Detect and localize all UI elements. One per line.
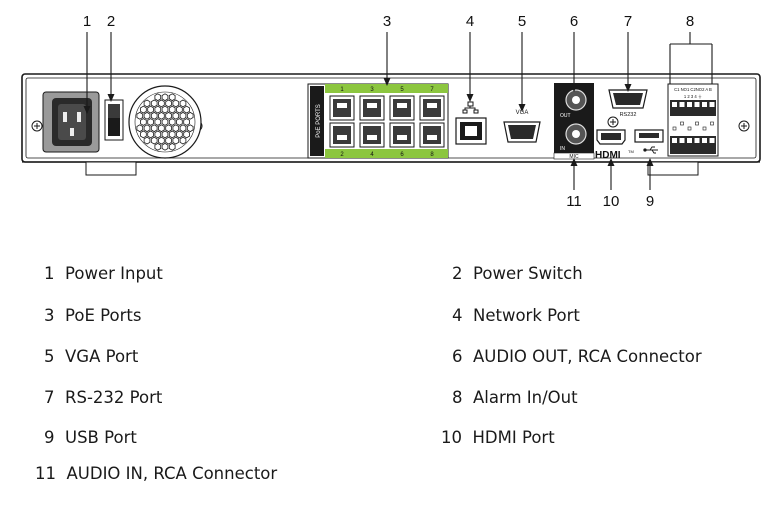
usb-port (634, 129, 664, 154)
alarm-terminal: C1 NO1 C2NO2 A B 1 2 3 4 ⏚ (667, 83, 719, 157)
legend-label: Power Switch (473, 264, 583, 283)
network-icon (462, 101, 479, 114)
legend-num: 4 (452, 306, 463, 325)
legend-item-10: 10 HDMI Port (441, 428, 555, 448)
poe-bottom-label-4: 4 (370, 152, 374, 158)
screw-right (738, 120, 750, 132)
legend-item-6: 6 AUDIO OUT, RCA Connector (452, 347, 702, 367)
legend-item-5: 5 VGA Port (44, 347, 138, 367)
poe-top-label-3: 3 (370, 87, 374, 93)
callout-5: 5 (518, 13, 526, 30)
audio-out-rca (565, 89, 587, 111)
legend-item-11: 11 AUDIO IN, RCA Connector (35, 464, 277, 484)
poe-ports-label: PoE PORTS (316, 104, 322, 138)
callout-numbers: 1 2 3 4 5 6 7 8 9 10 11 (83, 13, 694, 210)
hdmi-logo: HDMI (595, 150, 621, 161)
legend-label: HDMI Port (472, 428, 555, 447)
legend-num: 9 (44, 428, 55, 447)
poe-bottom-label-2: 2 (340, 152, 344, 158)
legend-item-1: 1 Power Input (44, 264, 163, 284)
audio-in-label: IN (560, 146, 565, 152)
callout-7: 7 (624, 13, 632, 30)
hdmi-port: HDMI TM (595, 129, 634, 161)
audio-in-rca (565, 123, 587, 145)
mic-label: MIC (569, 154, 579, 160)
audio-out-label: OUT (560, 113, 571, 119)
poe-bottom-label-6: 6 (400, 152, 404, 158)
legend-item-8: 8 Alarm In/Out (452, 388, 578, 408)
rear-panel-diagram: PoE PORTS 1 3 5 7 2 4 6 8 VGA (21, 13, 761, 210)
hdmi-tm: TM (628, 149, 634, 154)
poe-top-label-5: 5 (400, 87, 404, 93)
callout-8: 8 (686, 13, 694, 30)
legend-label: AUDIO OUT, RCA Connector (473, 347, 702, 366)
legend-num: 5 (44, 347, 55, 366)
legend-num: 1 (44, 264, 55, 283)
vga-label: VGA (516, 110, 529, 116)
legend-item-4: 4 Network Port (452, 306, 580, 326)
callout-3: 3 (383, 13, 391, 30)
vga-port: VGA (503, 110, 541, 143)
legend-item-7: 7 RS-232 Port (44, 388, 162, 408)
legend-item-3: 3 PoE Ports (44, 306, 141, 326)
legend-label: USB Port (65, 428, 137, 447)
poe-ports: PoE PORTS 1 3 5 7 2 4 6 8 (307, 83, 449, 159)
usb-icon (643, 146, 658, 154)
legend-label: AUDIO IN, RCA Connector (66, 464, 278, 483)
legend-num: 11 (35, 464, 56, 483)
callout-11: 11 (566, 193, 582, 210)
screw-mid (607, 116, 619, 128)
screw-left (31, 120, 43, 132)
rs232-port: RS232 (608, 89, 648, 118)
legend-label: Network Port (473, 306, 580, 325)
poe-top-label-7: 7 (430, 87, 434, 93)
poe-bottom-label-8: 8 (430, 152, 434, 158)
callout-1: 1 (83, 13, 91, 30)
callouts (83, 32, 713, 190)
legend-num: 10 (441, 428, 462, 447)
audio-block: OUT IN MIC (553, 83, 595, 160)
legend-label: PoE Ports (65, 306, 142, 325)
callout-10: 10 (603, 193, 620, 210)
legend-label: Alarm In/Out (473, 388, 578, 407)
alarm-header-label: C1 NO1 C2NO2 A B (674, 87, 712, 92)
legend-num: 6 (452, 347, 463, 366)
legend-item-9: 9 USB Port (44, 428, 137, 448)
rs232-label: RS232 (620, 112, 637, 118)
legend-num: 3 (44, 306, 55, 325)
callout-4: 4 (466, 13, 474, 30)
fan-grille (128, 85, 202, 159)
legend-num: 2 (452, 264, 463, 283)
alarm-pin-label: 1 2 3 4 ⏚ (684, 94, 702, 99)
callout-2: 2 (107, 13, 115, 30)
power-switch (104, 99, 124, 141)
legend-label: RS-232 Port (65, 388, 163, 407)
network-port (455, 101, 487, 145)
legend-num: 8 (452, 388, 463, 407)
legend-item-2: 2 Power Switch (452, 264, 583, 284)
power-input (42, 91, 100, 153)
callout-9: 9 (646, 193, 654, 210)
legend-label: Power Input (65, 264, 163, 283)
callout-6: 6 (570, 13, 578, 30)
legend-num: 7 (44, 388, 55, 407)
legend-label: VGA Port (65, 347, 139, 366)
poe-top-label-1: 1 (340, 87, 344, 93)
